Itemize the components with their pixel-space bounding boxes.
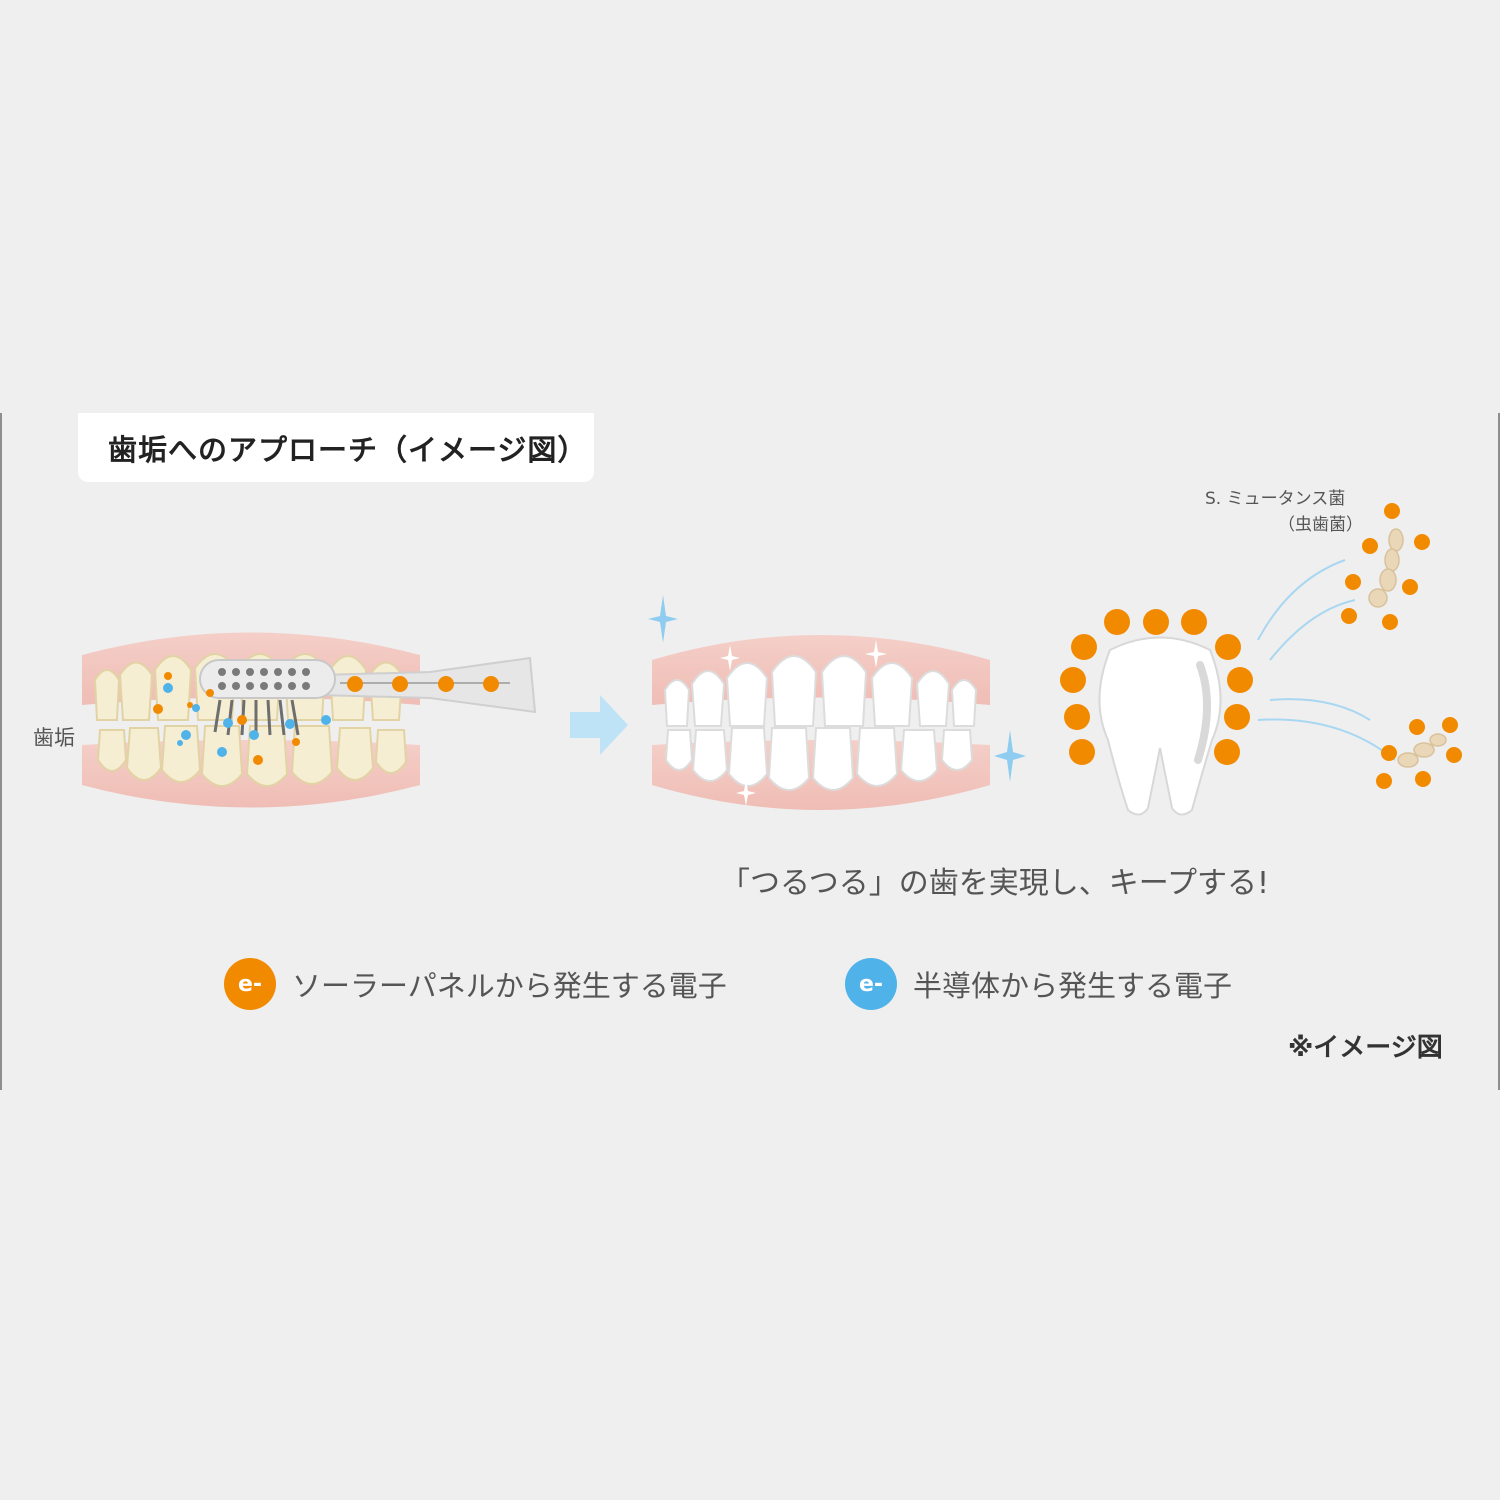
panel-left-edge <box>0 413 2 1090</box>
clean-teeth-illustration <box>652 635 990 810</box>
arrow-right-icon <box>570 695 628 755</box>
plaque-teeth-illustration <box>82 632 420 808</box>
legend-text-semiconductor: 半導体から発生する電子 <box>913 969 1233 1003</box>
legend-text-solar: ソーラーパネルから発生する電子 <box>292 969 727 1003</box>
bacteria-icon <box>1368 528 1447 768</box>
image-note: ※イメージ図 <box>1288 1033 1443 1063</box>
electron-icons-tooth <box>1060 609 1253 765</box>
toothbrush-icon <box>199 656 537 736</box>
electron-icons-bacteria <box>1341 503 1462 789</box>
bacteria-label-sub: （虫歯菌） <box>1278 515 1363 535</box>
plaque-label: 歯垢 <box>33 726 75 750</box>
electron-icons-left <box>153 672 499 765</box>
caption: 「つるつる」の歯を実現し、キープする! <box>720 866 1270 901</box>
tooth-icon <box>1098 636 1222 816</box>
title-box: 歯垢へのアプローチ（イメージ図） <box>78 413 594 482</box>
page-title: 歯垢へのアプローチ（イメージ図） <box>108 433 588 467</box>
legend-item-solar: e- ソーラーパネルから発生する電子 <box>224 958 727 1010</box>
electron-orange-icon: e- <box>224 958 276 1010</box>
bacteria-label: S. ミュータンス菌 <box>1205 489 1346 509</box>
sparkle-icons <box>648 595 1026 806</box>
legend-item-semiconductor: e- 半導体から発生する電子 <box>845 958 1232 1010</box>
panel-right-edge <box>1498 413 1500 1090</box>
electron-blue-icon: e- <box>845 958 897 1010</box>
